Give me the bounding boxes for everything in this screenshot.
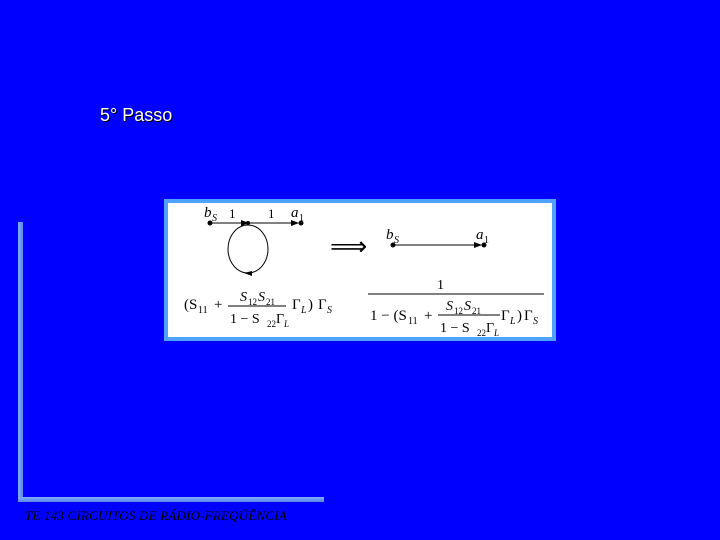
svg-text:11: 11: [198, 305, 208, 316]
self-loop-arrow: [244, 271, 252, 276]
svg-text:Γ: Γ: [318, 297, 327, 313]
svg-text:L: L: [493, 328, 499, 338]
svg-text:21: 21: [266, 297, 275, 307]
left-branch2-gain: 1: [268, 206, 275, 221]
svg-text:): ): [517, 308, 522, 324]
node-middle: [246, 221, 250, 225]
slide-title: 5° Passo: [100, 105, 173, 125]
svg-text:11: 11: [408, 316, 418, 327]
left-branch1-gain: 1: [229, 206, 236, 221]
svg-text:L: L: [283, 319, 289, 329]
right-graph: b S a 1 1 1 − (S 11 + S 12 S 21 1 − S 22…: [368, 227, 544, 338]
svg-text:S: S: [464, 299, 471, 314]
svg-text:12: 12: [454, 306, 463, 316]
svg-text:S: S: [394, 235, 399, 246]
svg-text:S: S: [240, 290, 247, 305]
svg-text:L: L: [509, 316, 516, 327]
svg-text:22: 22: [477, 328, 486, 338]
footer-course-title: TE 143 CIRCUITOS DE RÁDIO-FREQÜÊNCIA: [25, 508, 287, 523]
diagram-svg: b S 1 1 a 1 (S 11 + S 12 S 21 1 − S 22 Γ…: [184, 205, 544, 338]
svg-text:S: S: [212, 213, 217, 224]
frame-vertical-line: [18, 222, 23, 500]
svg-text:S: S: [533, 316, 538, 327]
frame-horizontal-line: [18, 497, 324, 502]
left-graph: b S 1 1 a 1 (S 11 + S 12 S 21 1 − S 22 Γ…: [184, 205, 332, 329]
svg-text:Γ: Γ: [292, 297, 301, 313]
node-bs: [207, 220, 213, 226]
left-bs-label: b: [204, 205, 212, 221]
right-bs-label: b: [386, 227, 394, 243]
svg-text:1: 1: [299, 213, 304, 224]
svg-text:21: 21: [472, 306, 481, 316]
svg-text:Γ: Γ: [486, 321, 494, 336]
svg-text:1: 1: [484, 235, 489, 246]
left-loop-gain: (S: [184, 297, 197, 313]
svg-text:+: +: [424, 308, 432, 324]
signal-flow-diagram: b S 1 1 a 1 (S 11 + S 12 S 21 1 − S 22 Γ…: [164, 199, 556, 341]
svg-text:22: 22: [267, 319, 276, 329]
svg-text:12: 12: [248, 297, 257, 307]
svg-text:Γ: Γ: [276, 312, 284, 327]
svg-text:+: +: [214, 297, 222, 313]
svg-text:S: S: [327, 305, 332, 316]
right-transfer-denominator: 1 − (S: [370, 308, 407, 324]
svg-text:1 − S: 1 − S: [230, 312, 260, 327]
left-a1-label: a: [291, 205, 299, 221]
svg-text:Γ: Γ: [501, 308, 510, 324]
svg-text:S: S: [258, 290, 265, 305]
transform-arrow: ⟹: [330, 232, 367, 261]
self-loop: [227, 224, 269, 274]
svg-text:S: S: [446, 299, 453, 314]
svg-text:1 − S: 1 − S: [440, 321, 470, 336]
node-a1: [298, 220, 304, 226]
svg-text:): ): [308, 297, 313, 313]
right-a1-label: a: [476, 227, 484, 243]
svg-text:Γ: Γ: [524, 308, 533, 324]
right-transfer-numerator: 1: [437, 278, 444, 293]
right-node-bs: [390, 242, 396, 248]
svg-text:L: L: [300, 305, 307, 316]
right-node-a1: [481, 242, 487, 248]
